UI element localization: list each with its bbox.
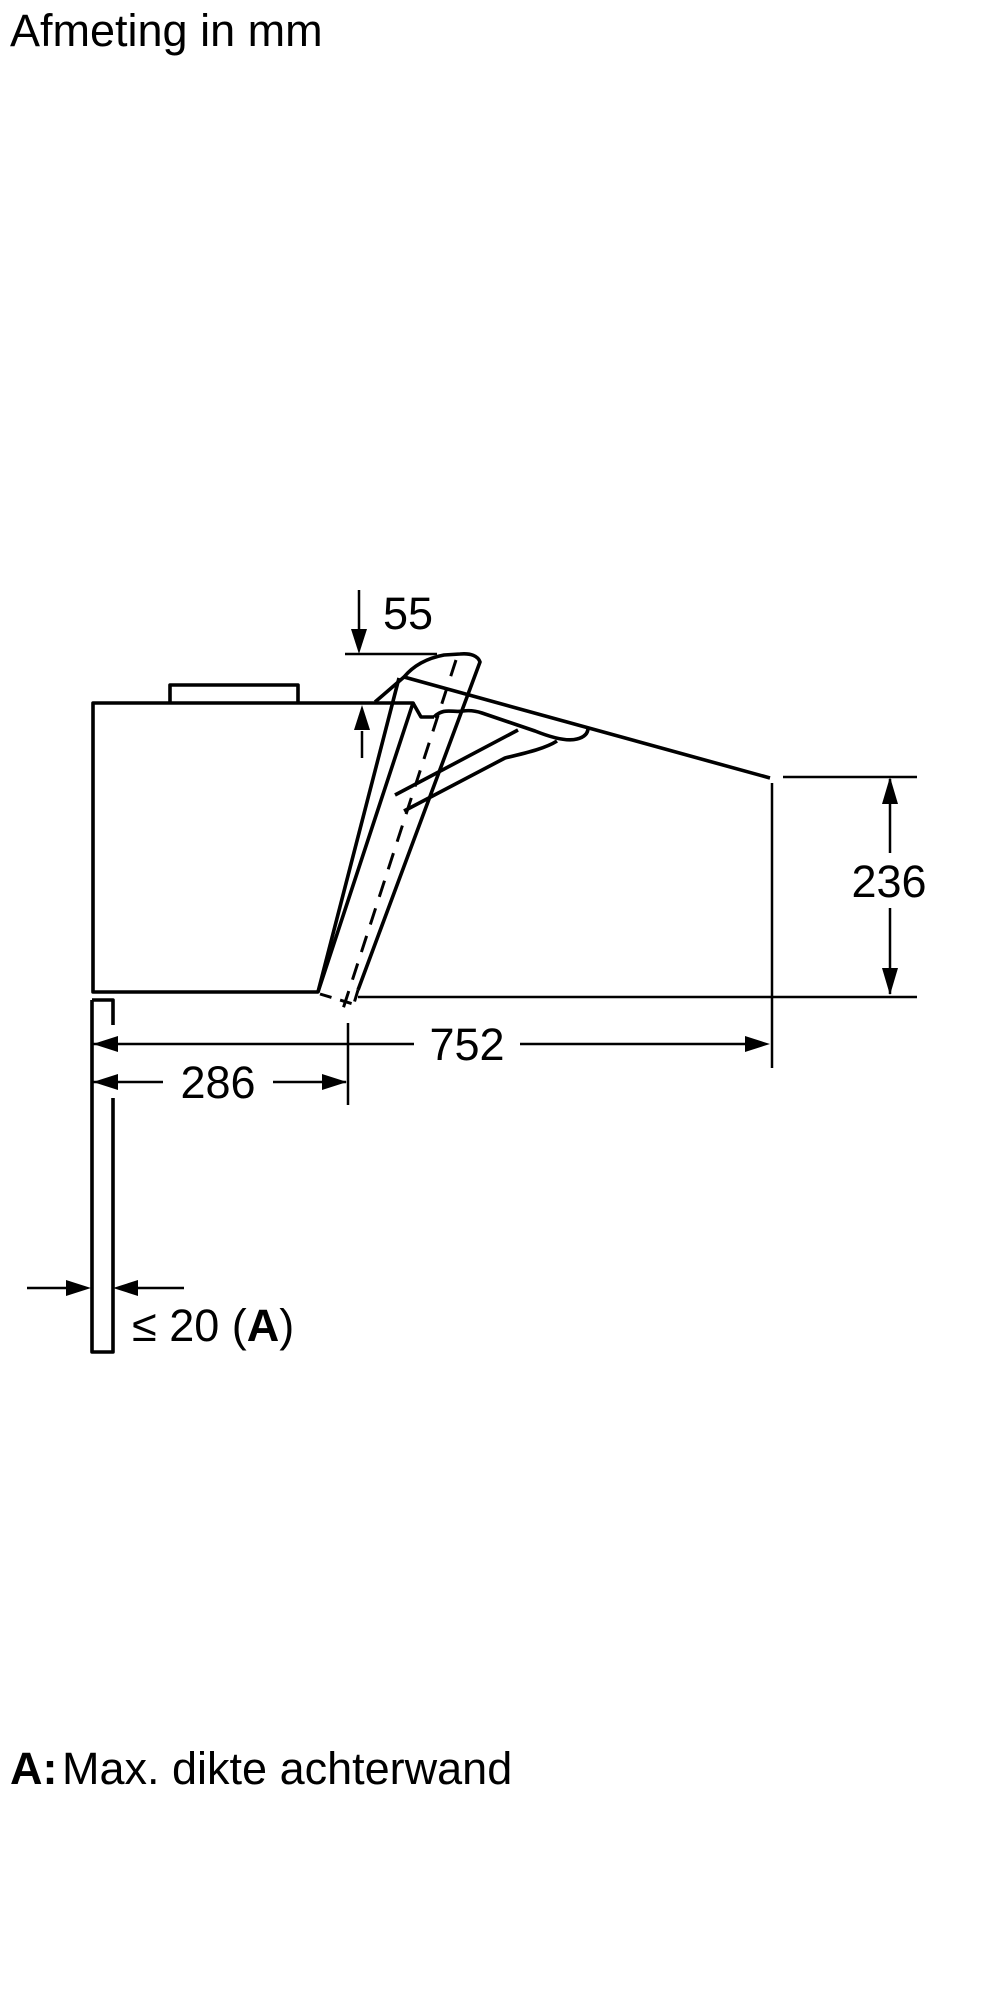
dim-236-label: 236 — [851, 856, 926, 907]
screen-centerline — [340, 659, 458, 1013]
glass-screen-left-edge — [316, 677, 401, 993]
wall-thickness-key: A — [247, 1300, 280, 1351]
air-deflector — [432, 708, 590, 742]
dim-236-arrowhead-up — [882, 777, 898, 804]
wall-thickness-prefix: ≤ 20 ( — [132, 1300, 247, 1351]
dim-236-reference-lines — [358, 775, 917, 999]
glass-screen-outline — [356, 652, 482, 991]
dim-286-arrowhead-right — [322, 1074, 347, 1090]
dim-wall-arrowhead-left — [113, 1280, 138, 1296]
dim-wall-arrowhead-right — [66, 1280, 91, 1296]
support-arm-lower — [403, 739, 558, 813]
glass-screen-hidden-edge — [319, 989, 360, 1011]
dim-752-arrowhead-left — [93, 1036, 118, 1052]
hood-body-outline — [91, 701, 415, 994]
wall-thickness-suffix: ) — [279, 1300, 294, 1351]
dim-55-label: 55 — [383, 588, 433, 639]
dim-286-label: 286 — [180, 1057, 255, 1108]
dim-286-arrowhead-left — [93, 1074, 118, 1090]
open-panel-line — [403, 675, 771, 780]
legend-line: A:Max. dikte achterwand — [10, 1743, 512, 1794]
mounting-bracket — [168, 683, 300, 703]
dim-55-arrow-shafts — [357, 590, 364, 758]
wall-thickness-label: ≤ 20 (A) — [132, 1300, 294, 1351]
dim-55-arrowhead-up — [354, 705, 370, 730]
dim-236-arrowhead-down — [882, 968, 898, 995]
legend-text: Max. dikte achterwand — [62, 1743, 512, 1794]
page-title: Afmeting in mm — [10, 5, 323, 56]
legend-key: A: — [10, 1743, 57, 1794]
hood-body-notch — [411, 702, 434, 719]
dim-55-arrowhead-down — [351, 629, 367, 654]
support-arm-upper — [394, 728, 519, 797]
rear-wall-panel — [90, 998, 115, 1354]
dim-752-label: 752 — [429, 1019, 504, 1070]
dim-752-arrowhead-right — [745, 1036, 770, 1052]
